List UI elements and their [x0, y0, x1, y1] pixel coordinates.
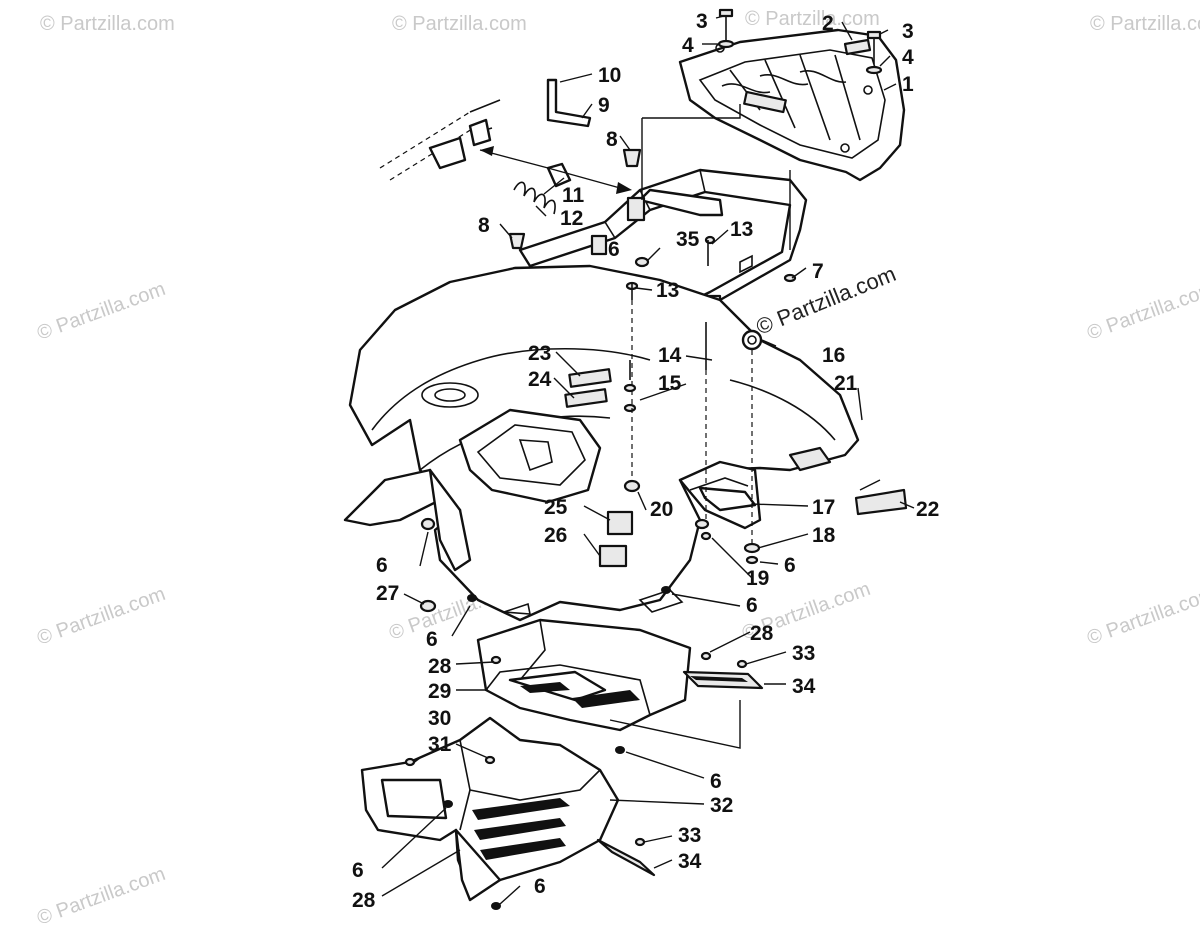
watermark: © Partzilla.com [40, 13, 175, 35]
callout-label: 10 [598, 64, 621, 87]
callout-label: 22 [916, 498, 939, 521]
callout-label: 28 [352, 889, 376, 912]
step-plate-part [596, 838, 656, 877]
callout-label: 2 [822, 12, 834, 35]
rack-cover-part [678, 28, 906, 182]
callout-label: 34 [678, 850, 702, 873]
callout-label: 24 [528, 368, 552, 391]
callout-label: 6 [426, 628, 438, 651]
watermark: © Partzilla.com [34, 278, 168, 345]
callout-label: 33 [792, 642, 815, 665]
callout-label: 4 [902, 46, 914, 69]
callout-label: 32 [710, 794, 733, 817]
watermark: © Partzilla.com [34, 863, 168, 930]
callout-label: 3 [902, 20, 914, 43]
callout-label: 11 [562, 184, 585, 207]
callout-label: 25 [544, 496, 568, 519]
callout-label: 27 [376, 582, 399, 605]
callout-label: 6 [376, 554, 388, 577]
watermark: © Partzilla.com [34, 583, 168, 650]
screw-part [717, 8, 883, 75]
watermark: © Partzilla.com [1090, 13, 1200, 35]
decal-part [843, 38, 872, 56]
callout-label: 26 [544, 524, 567, 547]
callout-label: 34 [792, 675, 816, 698]
watermark: © Partzilla.com [392, 13, 527, 35]
callout-label: 6 [534, 875, 546, 898]
watermark: © Partzilla.com [1084, 583, 1200, 650]
callout-label: 15 [658, 372, 682, 395]
callout-label: 19 [746, 567, 769, 590]
watermark: © Partzilla.com [745, 8, 880, 30]
callout-label: 21 [834, 372, 858, 395]
callout-label: 28 [428, 655, 452, 678]
callout-label: 33 [678, 824, 701, 847]
callout-label: 7 [812, 260, 824, 283]
callout-label: 28 [750, 622, 774, 645]
callout-label: 29 [428, 680, 451, 703]
callout-label: 1 [902, 73, 914, 96]
rear-fender-part [343, 264, 860, 622]
callout-label: 18 [812, 524, 836, 547]
mount-bracket-part [379, 99, 501, 181]
callout-label: 13 [656, 279, 679, 302]
callout-label: 35 [676, 228, 700, 251]
leader-lines [381, 15, 915, 905]
callout-label: 14 [658, 344, 682, 367]
callout-label: 13 [730, 218, 753, 241]
watermark: © Partzilla.com [753, 261, 900, 340]
footwell-upper-part [476, 618, 692, 732]
guide-lines [479, 104, 908, 749]
callout-label: 4 [682, 34, 694, 57]
callout-label: 6 [710, 770, 722, 793]
callout-label: 6 [608, 238, 620, 261]
callout-label: 30 [428, 707, 451, 730]
callout-label: 17 [812, 496, 835, 519]
callout-label: 6 [352, 859, 364, 882]
callout-label: 12 [560, 207, 583, 230]
watermark: © Partzilla.com [1084, 278, 1200, 345]
callout-label: 8 [606, 128, 618, 151]
callout-label: 3 [696, 10, 708, 33]
footwell-lower-part [360, 716, 620, 902]
callout-label: 23 [528, 342, 551, 365]
callout-label: 9 [598, 94, 610, 117]
callout-label: 16 [822, 344, 845, 367]
callout-label: 8 [478, 214, 490, 237]
callout-label: 6 [746, 594, 758, 617]
callout-label: 31 [428, 733, 452, 756]
callout-label: 6 [784, 554, 796, 577]
callout-labels: 1 2 3 3 4 4 7 8 8 9 10 11 12 13 13 35 6 … [352, 10, 939, 912]
callout-label: 20 [650, 498, 673, 521]
